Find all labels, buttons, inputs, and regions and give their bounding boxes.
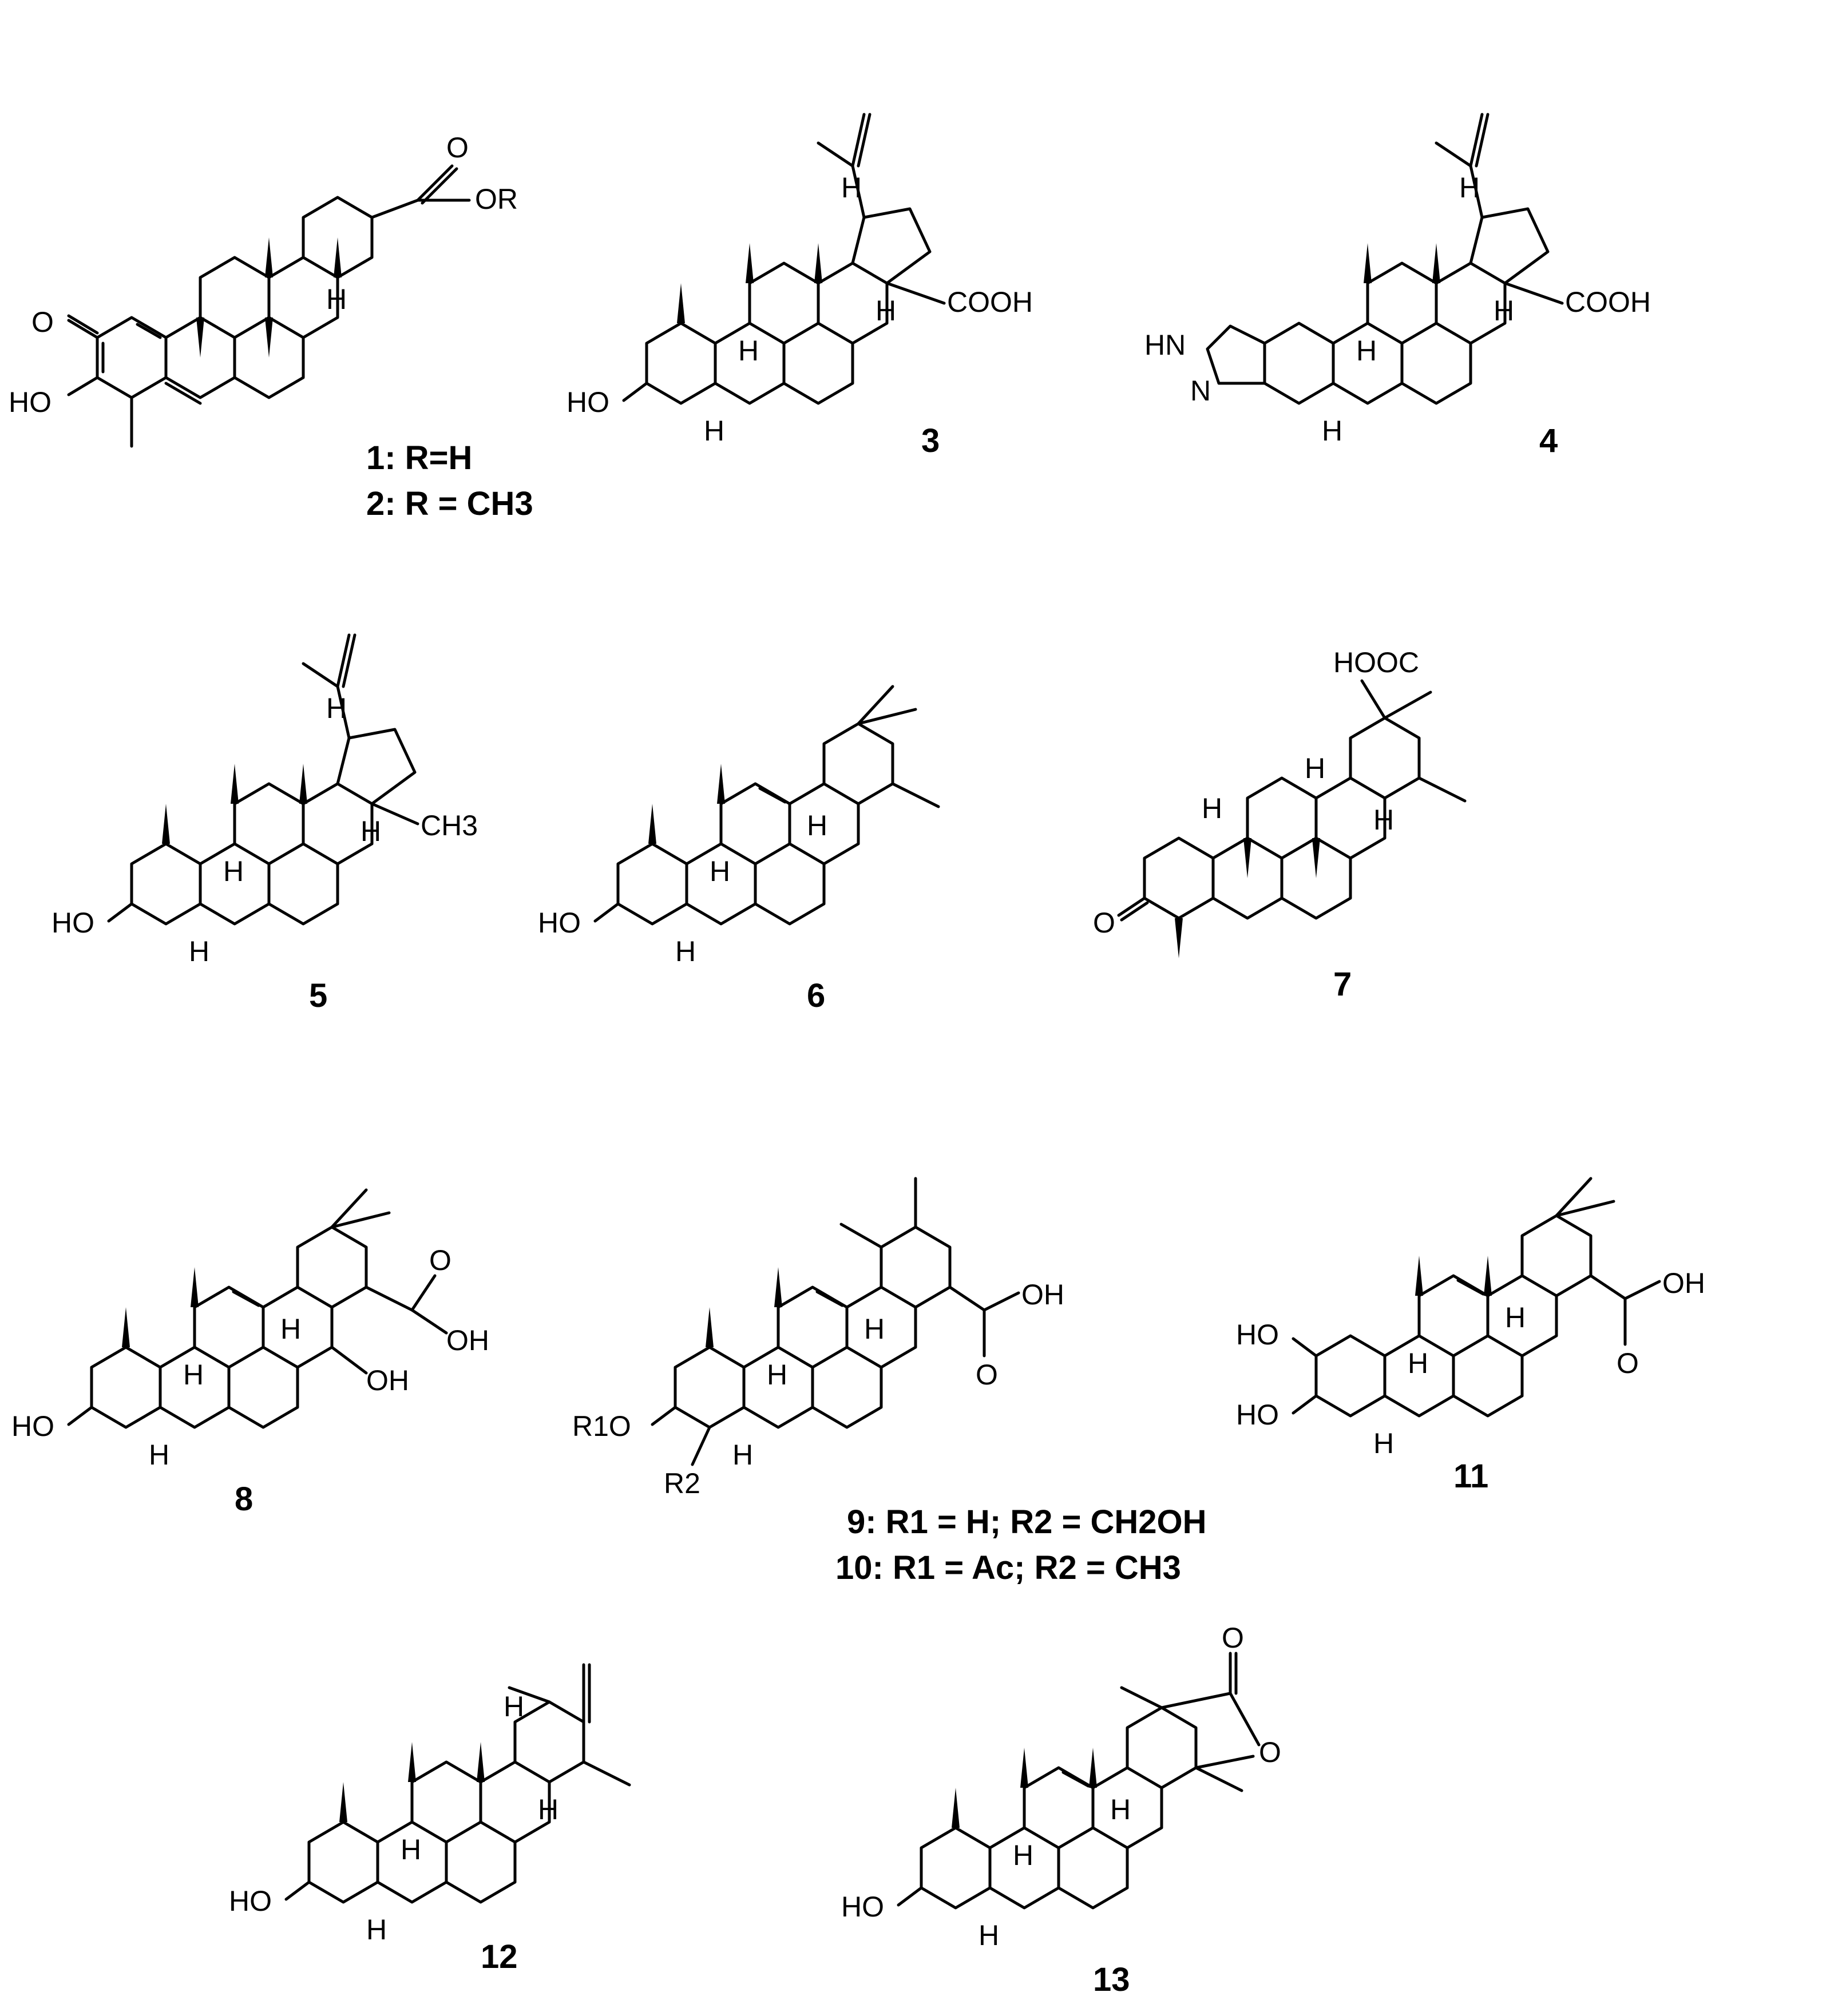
atom-oh: OH: [366, 1364, 409, 1396]
atom-r1o: R1O: [572, 1410, 631, 1442]
compound-6: HO H H H: [538, 685, 940, 967]
atom-n: N: [1190, 375, 1211, 407]
atom-h1: H: [1110, 1793, 1131, 1825]
label-compound-2: 2: R = CH3: [366, 485, 533, 522]
atom-o: O: [1617, 1347, 1639, 1379]
compound-3: HO COOH H H H H: [567, 113, 1033, 447]
atom-ho: HO: [538, 907, 581, 939]
atom-oh: OH: [1021, 1279, 1064, 1311]
compound-4: HN N COOH H H H H: [1144, 113, 1651, 447]
atom-o: O: [976, 1359, 998, 1391]
atom-h1: H: [326, 692, 347, 724]
atom-h3: H: [401, 1834, 421, 1866]
atom-h2: H: [710, 855, 730, 887]
compound-9-10: R1O R2 OH O H H H: [572, 1177, 1064, 1499]
atom-h: H: [326, 283, 347, 315]
label-compound-13: 13: [1093, 1961, 1130, 1998]
compound-11: HO HO OH O H H H: [1236, 1177, 1705, 1459]
label-compound-8: 8: [235, 1481, 253, 1518]
label-compound-10: 10: R1 = Ac; R2 = CH3: [835, 1549, 1181, 1586]
label-compound-1: 1: R=H: [366, 439, 472, 477]
label-compound-9: 9: R1 = H; R2 = CH2OH: [847, 1503, 1207, 1541]
atom-h1: H: [1505, 1301, 1526, 1334]
atom-h2: H: [361, 815, 381, 847]
atom-h2: H: [1494, 295, 1514, 327]
atom-cooh: COOH: [947, 286, 1033, 318]
atom-oh-acid: OH: [446, 1324, 489, 1356]
atom-ho-2: HO: [1236, 1399, 1279, 1431]
atom-h3: H: [738, 335, 759, 367]
label-compound-3: 3: [921, 422, 940, 459]
atom-ho: HO: [229, 1885, 272, 1917]
atom-h1: H: [1202, 792, 1222, 824]
atom-h3: H: [979, 1919, 999, 1951]
atom-h2: H: [538, 1793, 558, 1825]
compound-8: HO O OH OH H H H: [11, 1188, 489, 1471]
atom-h1: H: [864, 1313, 885, 1345]
atom-h1: H: [807, 809, 827, 842]
atom-h3: H: [149, 1439, 169, 1471]
atom-ho: HO: [9, 386, 52, 418]
atom-h2: H: [876, 295, 896, 327]
atom-o: O: [429, 1244, 451, 1276]
atom-r2: R2: [664, 1467, 700, 1499]
atom-o-acid: O: [446, 132, 469, 164]
compound-13: HO O O H H H: [841, 1622, 1281, 1951]
compound-12: HO H H H H: [229, 1663, 631, 1946]
atom-o-ketone: O: [31, 306, 54, 338]
atom-h4: H: [366, 1914, 387, 1946]
label-compound-12: 12: [481, 1938, 518, 1975]
atom-hooc: HOOC: [1333, 646, 1419, 678]
label-compound-6: 6: [807, 977, 825, 1014]
atom-h1: H: [841, 172, 862, 204]
compound-7: HOOC O H H H: [1093, 646, 1467, 958]
atom-h3: H: [1373, 804, 1394, 836]
atom-o-2: O: [1259, 1736, 1281, 1768]
atom-ho: HO: [841, 1891, 884, 1923]
atom-hn: HN: [1144, 329, 1186, 361]
compound-1-2: O HO OR O H: [9, 132, 518, 448]
atom-h2: H: [1013, 1839, 1033, 1871]
atom-h3: H: [1356, 335, 1377, 367]
atom-h2: H: [1305, 752, 1325, 784]
atom-h2: H: [767, 1359, 787, 1391]
atom-ho-1: HO: [1236, 1319, 1279, 1351]
atom-h4: H: [1322, 415, 1342, 447]
atom-h4: H: [189, 935, 209, 967]
atom-o: O: [1093, 907, 1115, 939]
atom-h3: H: [732, 1439, 753, 1471]
atom-ho: HO: [11, 1410, 54, 1442]
atom-h4: H: [704, 415, 724, 447]
atom-o-1: O: [1222, 1622, 1244, 1654]
atom-oh: OH: [1662, 1267, 1705, 1299]
atom-h2: H: [183, 1359, 204, 1391]
atom-ch3: CH3: [421, 809, 478, 842]
compound-5: HO CH3 H H H H: [52, 633, 478, 967]
atom-h1: H: [280, 1313, 301, 1345]
atom-h3: H: [1373, 1427, 1394, 1459]
label-compound-11: 11: [1453, 1458, 1488, 1495]
label-compound-5: 5: [309, 977, 327, 1014]
label-compound-7: 7: [1333, 966, 1352, 1003]
atom-h1: H: [1459, 172, 1480, 204]
atom-h1: H: [504, 1690, 524, 1723]
atom-h3: H: [223, 855, 244, 887]
atom-ho: HO: [52, 907, 94, 939]
atom-h3: H: [675, 935, 696, 967]
atom-ho: HO: [567, 386, 609, 418]
atom-h2: H: [1408, 1347, 1428, 1379]
atom-or: OR: [475, 183, 518, 215]
label-compound-4: 4: [1539, 422, 1558, 459]
atom-cooh: COOH: [1565, 286, 1651, 318]
